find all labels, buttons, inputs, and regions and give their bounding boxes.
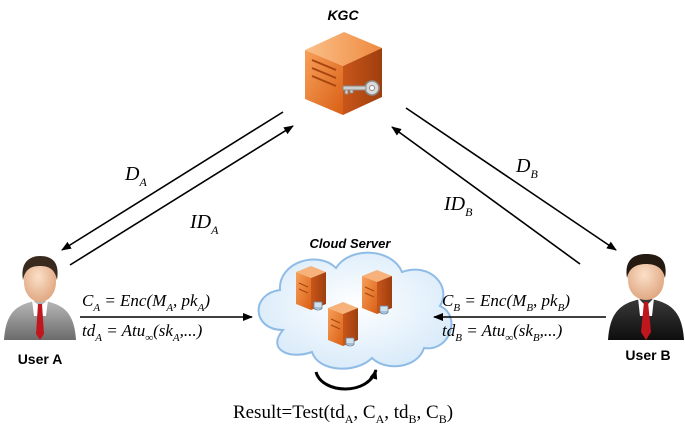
arrow-user-a-to-kgc [69, 125, 294, 266]
edge-label-id-b: IDB [443, 193, 473, 219]
kgc-label: KGC [327, 7, 359, 23]
edge-label-d-b: DB [515, 155, 538, 181]
user-a-label: User A [18, 351, 63, 367]
cloud-server-icon-1 [296, 266, 326, 311]
formula-b-ciphertext: CB = Enc(MB, pkB) [442, 291, 570, 314]
cloud-server-label: Cloud Server [310, 236, 392, 251]
arrow-kgc-to-user-b [405, 107, 617, 251]
cloud-server-icon-2 [362, 270, 392, 315]
edge-label-id-a: IDA [189, 211, 219, 237]
user-a-avatar [4, 256, 76, 340]
user-b-avatar [608, 254, 684, 340]
circular-arrow-icon [314, 369, 378, 391]
user-b-label: User B [625, 347, 670, 363]
arrow-user-b-to-kgc [391, 126, 581, 265]
formula-a-ciphertext: CA = Enc(MA, pkA) [82, 291, 210, 314]
kgc-server-icon [305, 32, 382, 115]
cloud-server-icon-3 [328, 302, 358, 347]
formula-b-trapdoor: tdB = Atu∞(skB,...) [442, 321, 563, 344]
formula-a-trapdoor: tdA = Atu∞(skA,...) [82, 321, 203, 344]
arrow-kgc-to-user-a [61, 111, 284, 251]
edge-label-d-a: DA [124, 163, 147, 189]
result-formula: Result=Test(tdA, CA, tdB, CB) [233, 402, 453, 426]
key-icon [342, 80, 380, 96]
